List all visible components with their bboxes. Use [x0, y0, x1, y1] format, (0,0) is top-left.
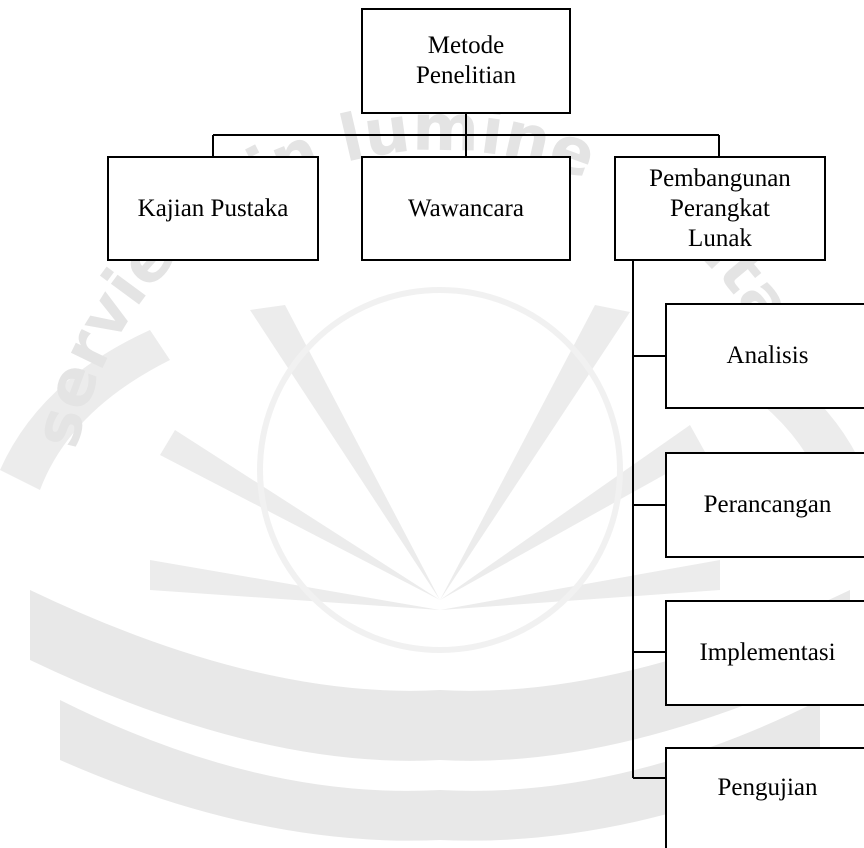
node-implementasi: Implementasi — [665, 600, 864, 706]
node-metode-penelitian: Metode Penelitian — [361, 8, 571, 114]
node-pengujian: Pengujian — [665, 747, 864, 848]
node-label: Analisis — [726, 342, 809, 369]
node-perancangan: Perancangan — [665, 452, 864, 558]
node-wawancara: Wawancara — [361, 156, 571, 261]
node-analisis: Analisis — [665, 303, 864, 409]
node-label: Implementasi — [699, 639, 836, 666]
node-label: Pengujian — [717, 774, 818, 801]
node-label: Perancangan — [703, 491, 832, 518]
node-kajian-pustaka: Kajian Pustaka — [107, 156, 319, 261]
node-label: Wawancara — [408, 194, 524, 222]
node-label: Kajian Pustaka — [137, 194, 289, 222]
node-label: Metode Penelitian — [416, 32, 516, 89]
node-pembangunan-perangkat-lunak: Pembangunan Perangkat Lunak — [614, 156, 826, 261]
node-label: Pembangunan Perangkat Lunak — [649, 164, 791, 252]
